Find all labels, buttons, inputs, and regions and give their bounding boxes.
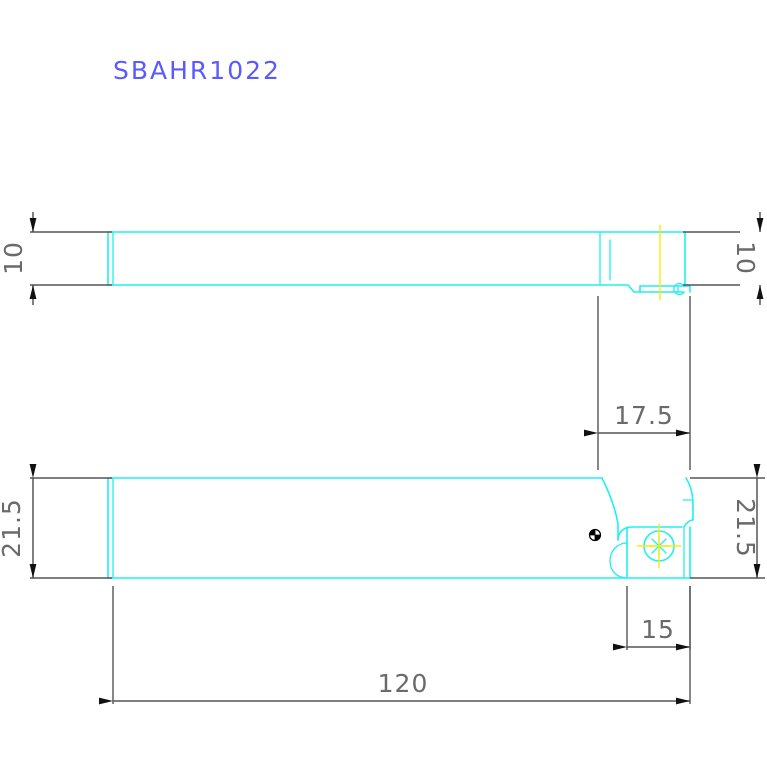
dimension-top-right-height: 10: [683, 212, 764, 305]
front-view-head-lobe: [609, 542, 628, 579]
dim-text-overall-length: 120: [378, 669, 429, 698]
dimension-top-left-height: 10: [0, 212, 112, 305]
centerline-screw: [637, 524, 681, 568]
front-view-geometry: [107, 477, 694, 579]
origin-dot-ring-icon: [588, 528, 602, 542]
top-view-roller-arc: [673, 282, 685, 296]
dimension-bottom-right-height: 21.5: [690, 464, 765, 579]
dim-text-bottom-left-height: 21.5: [0, 498, 26, 558]
dimension-detail-width: 17.5: [584, 296, 691, 470]
dimension-tail-width: 15: [613, 586, 691, 651]
front-view-right-outer-curve: [685, 477, 694, 521]
dim-text-bottom-right-height: 21.5: [731, 498, 760, 558]
dimension-bottom-left-height: 21.5: [0, 464, 112, 579]
front-view-sweep-curve: [601, 477, 619, 541]
dimension-overall-length: 120: [99, 586, 691, 705]
front-view-head-upper-fillet: [617, 526, 683, 541]
drawing-title: SBAHR1022: [113, 56, 281, 85]
dim-text-detail-width: 17.5: [614, 401, 674, 430]
front-view-right-notch: [683, 519, 694, 528]
top-view-step-profile: [602, 284, 685, 293]
dim-text-top-left-height: 10: [0, 241, 28, 275]
top-view-geometry: [107, 225, 691, 300]
dim-text-tail-width: 15: [641, 615, 675, 644]
dim-text-top-right-height: 10: [731, 241, 760, 275]
